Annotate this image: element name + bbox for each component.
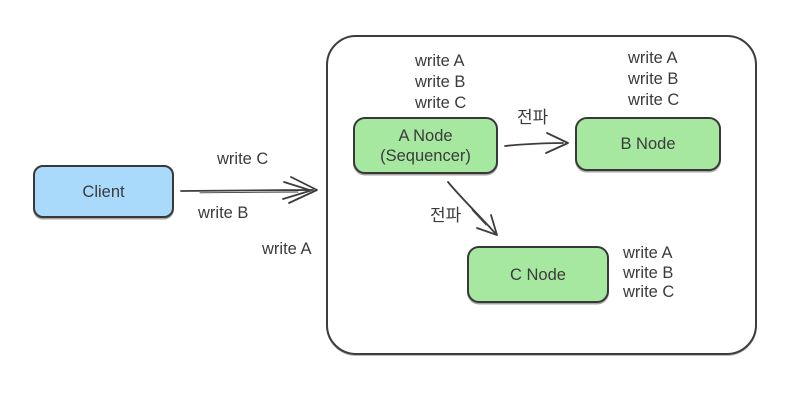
log-line: write B xyxy=(628,70,679,88)
client-to-cluster-arrow-icon xyxy=(180,176,318,204)
client-label: Client xyxy=(82,182,125,201)
log-line: write A xyxy=(623,244,673,262)
a-node-log: write A write B write C xyxy=(415,51,466,114)
propagate-label-ab: 전파 xyxy=(517,108,549,127)
log-line: write C xyxy=(415,94,467,112)
a-to-c-arrow-icon xyxy=(447,181,498,236)
a-node: A Node (Sequencer) xyxy=(353,117,498,174)
b-node: B Node xyxy=(575,117,721,171)
a-node-subtitle: (Sequencer) xyxy=(380,146,471,165)
client-arrow-label-write-b: write B xyxy=(198,204,249,222)
propagate-label-ac: 전파 xyxy=(430,206,462,225)
log-line: write A xyxy=(628,49,678,67)
log-line: write B xyxy=(623,263,674,282)
cluster-container xyxy=(326,35,757,355)
c-node-title: C Node xyxy=(510,265,566,284)
log-line: write C xyxy=(628,91,680,109)
c-node: C Node xyxy=(467,246,609,303)
client-node: Client xyxy=(33,165,174,218)
log-line: write A xyxy=(415,52,465,70)
log-line: write C xyxy=(623,283,675,301)
log-line: write B xyxy=(415,73,466,91)
b-node-log: write A write B write C xyxy=(628,48,679,111)
client-arrow-label-write-c: write C xyxy=(217,150,269,168)
client-arrow-label-write-a: write A xyxy=(262,240,312,258)
c-node-log: write A write B write C xyxy=(623,244,674,303)
a-node-title: A Node xyxy=(398,126,453,145)
b-node-title: B Node xyxy=(620,135,676,153)
a-to-b-arrow-icon xyxy=(504,132,569,154)
